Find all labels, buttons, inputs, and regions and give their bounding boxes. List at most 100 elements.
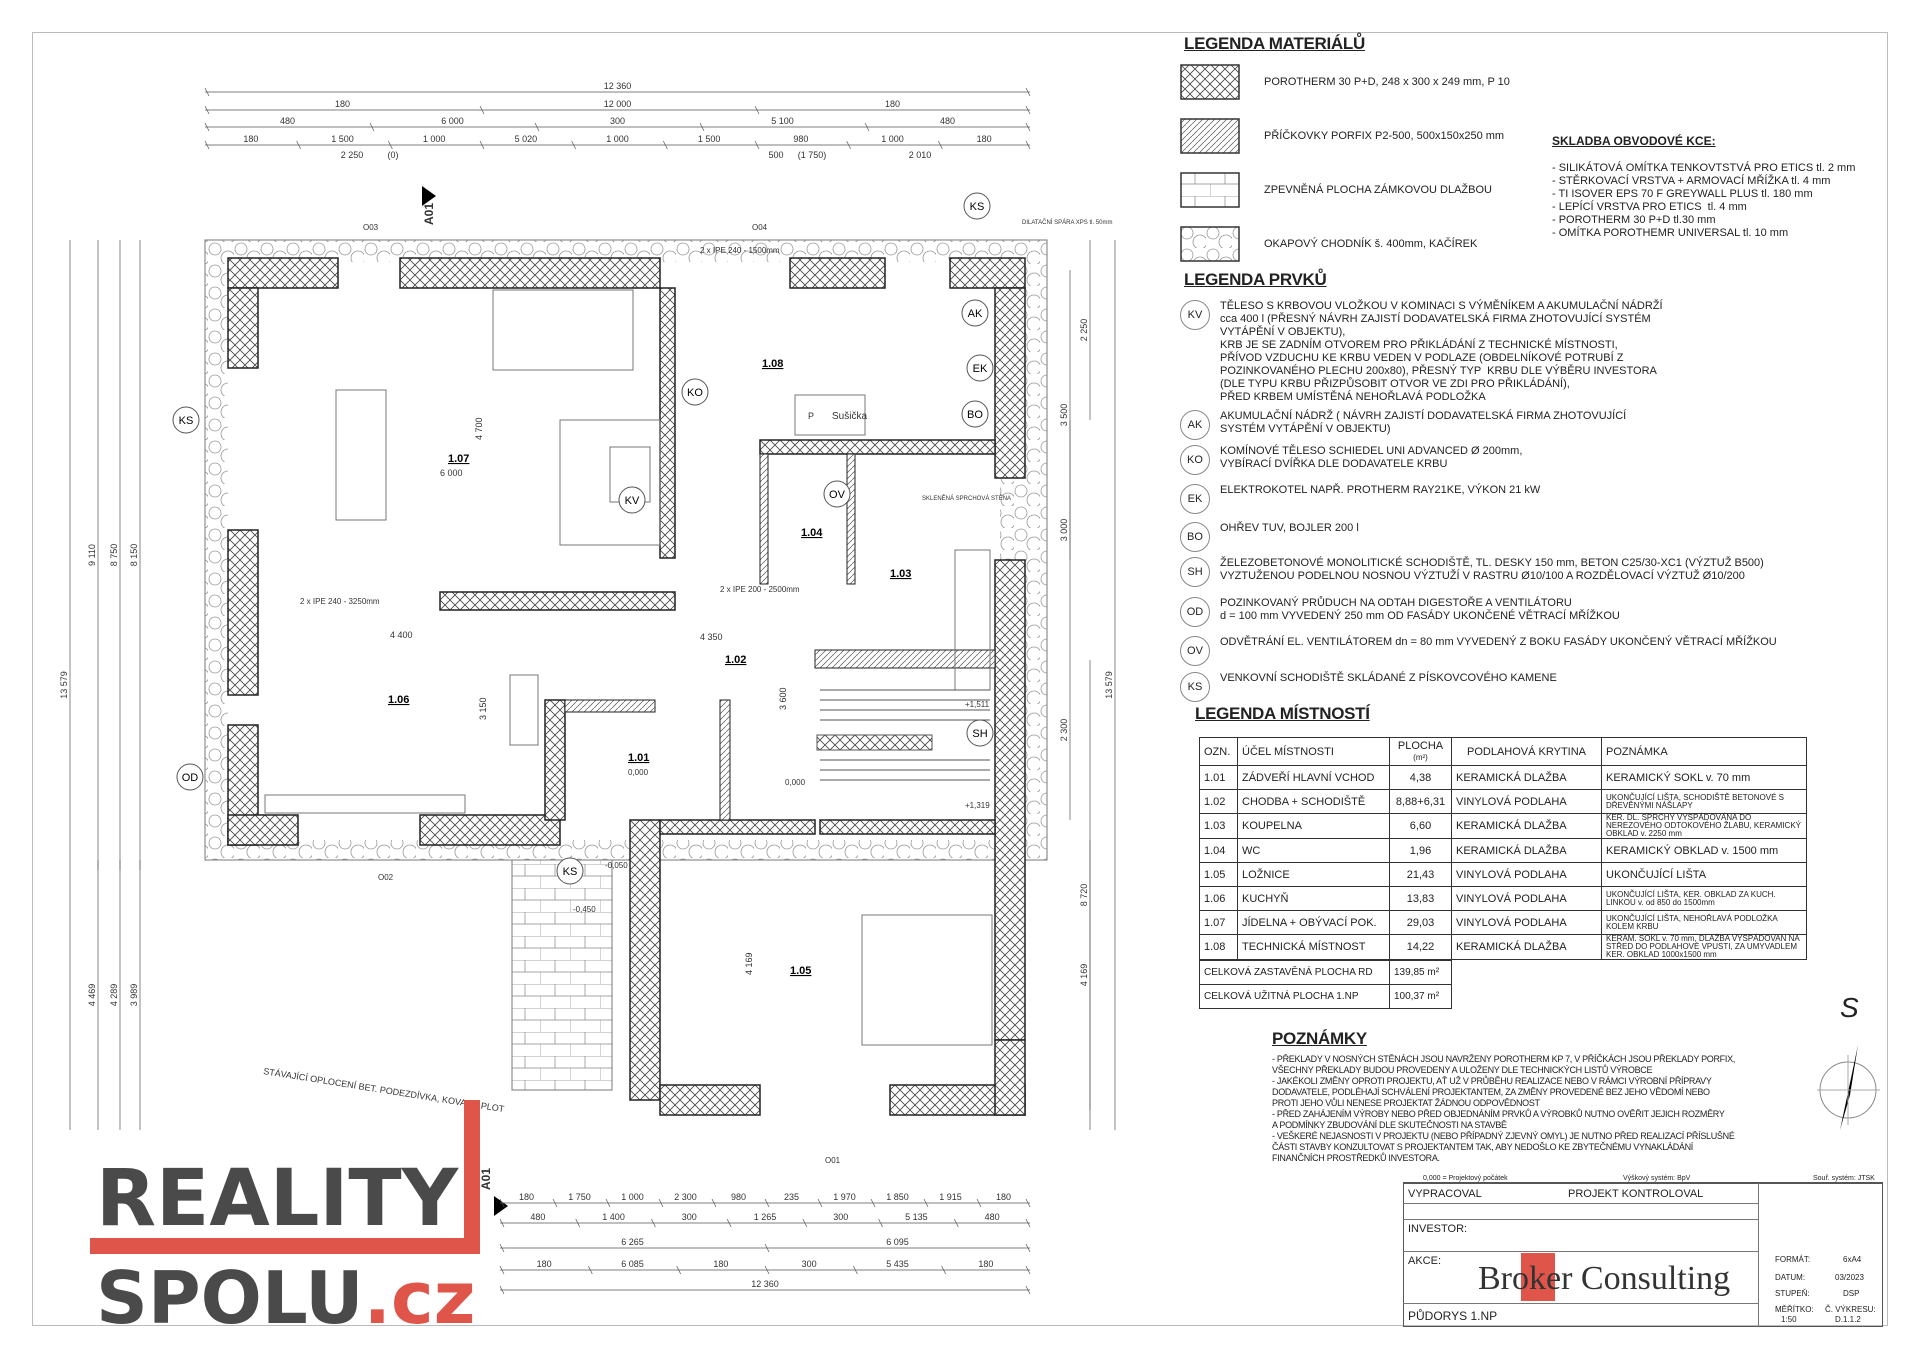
dimension-line <box>658 1198 664 1208</box>
symbol-bo: BO <box>961 400 989 428</box>
washer-label: P <box>808 411 814 421</box>
broker-logo-block <box>1521 1253 1555 1301</box>
total-label: CELKOVÁ ZASTAVĚNÁ PLOCHA RD <box>1199 960 1390 985</box>
legend-text: AKUMULAČNÍ NÁDRŽ ( NÁVRH ZAJISTÍ DODAVAT… <box>1220 410 1627 435</box>
room-note: UKONČUJÍCÍ LIŠTA, NEHOŘLAVÁ PODLOŽKA KOL… <box>1601 910 1807 935</box>
room-floor: KERAMICKÁ DLAŽBA <box>1451 813 1602 839</box>
dimension-line <box>499 1218 505 1228</box>
window-label: O01 <box>825 1156 841 1165</box>
symbol-code: KS <box>563 866 578 878</box>
room-label: 1.01 <box>628 752 649 764</box>
dimension-text: 980 <box>793 134 808 144</box>
room-area: 8,88+6,31 <box>1389 789 1452 814</box>
room-area: 6,60 <box>1389 813 1452 839</box>
room-id: 1.08 <box>1199 934 1238 960</box>
section-marker-icon <box>494 1196 508 1216</box>
room-id: 1.07 <box>1199 910 1238 935</box>
dimension-text: (0) <box>388 150 399 160</box>
dimension-line <box>953 1218 959 1228</box>
rooms-table: OZN. ÚČEL MÍSTNOSTI PLOCHA(m²) PODLAHOVÁ… <box>1199 737 1807 960</box>
dimension-text: 180 <box>885 99 900 109</box>
gravel-path <box>204 239 1048 861</box>
dimension-line <box>1025 1285 1031 1295</box>
room-note: KERAMICKÝ SOKL v. 70 mm <box>1601 765 1807 790</box>
bearing-walls <box>227 257 1026 1116</box>
dimension-text: 6 000 <box>440 468 463 478</box>
dimension-line <box>204 87 210 97</box>
room-floor: VINYLOVÁ PODLAHA <box>1451 886 1602 911</box>
section-label: A01 <box>479 1168 493 1190</box>
symbol-code: KV <box>625 495 640 507</box>
window-label: O03 <box>363 223 379 232</box>
symbol-code: OD <box>182 772 199 784</box>
dimension-text: 480 <box>940 116 955 126</box>
dimension-line <box>663 140 668 150</box>
notes-text: - PŘEKLADY V NOSNÝCH STĚNÁCH JSOU NAVRŽE… <box>1272 1054 1735 1163</box>
room-name: LOŽNICE <box>1237 862 1390 887</box>
symbol-code: BO <box>967 409 983 421</box>
lintel-label: 2 x IPE 200 - 2500mm <box>720 585 800 594</box>
glass-wall-label: SKLENĚNÁ SPRCHOVÁ STĚNA <box>922 494 1011 502</box>
dimension-line <box>764 1265 770 1275</box>
dimension-text: 300 <box>610 116 625 126</box>
dimension-text: 4 169 <box>744 952 754 975</box>
dimension-text: 180 <box>713 1259 728 1269</box>
dimension-text: 12 360 <box>604 81 632 91</box>
dimension-line <box>817 1198 823 1208</box>
dilatation-label: DILATAČNÍ SPÁRA XPS tl. 50mm <box>1022 219 1112 226</box>
window-label: O04 <box>752 223 768 232</box>
symbol-code: SH <box>972 728 987 740</box>
col-header: OZN. <box>1199 737 1238 766</box>
symbol-code: AK <box>968 308 983 320</box>
dimension-text: 2 250 <box>341 150 364 160</box>
material-label: PŘÍČKOVKY PORFIX P2-500, 500x150x250 mm <box>1264 130 1505 142</box>
dimension-text: 1 400 <box>602 1212 625 1222</box>
room-note: KERAMICKÝ OBKLAD v. 1500 mm <box>1601 838 1807 863</box>
room-area: 4,38 <box>1389 765 1452 790</box>
dimension-text: 4 169 <box>1079 964 1089 987</box>
elevation-label: 0,000 <box>785 778 806 787</box>
symbol-code: OV <box>829 489 846 501</box>
section-label: A01 <box>422 203 436 225</box>
dimension-line <box>1025 87 1031 97</box>
legend-text: VENKOVNÍ SCHODIŠTĚ SKLÁDANÉ Z PÍSKOVCOVÉ… <box>1220 672 1557 684</box>
room-area: 1,96 <box>1389 838 1452 863</box>
cz-text: .cz <box>363 1256 476 1340</box>
drawing-sheet <box>32 32 1888 1326</box>
dimension-line <box>552 1198 558 1208</box>
dimension-text: 2 300 <box>674 1192 697 1202</box>
dimension-text: 1 000 <box>881 134 904 144</box>
dimension-line <box>711 1198 717 1208</box>
wall-composition-title: SKLADBA OBVODOVÉ KCE: <box>1552 134 1716 148</box>
broker-consulting-logo: Broker Consulting <box>1478 1259 1730 1299</box>
origin-note: 0,000 = Projektový počátek <box>1423 1175 1508 1182</box>
symbol-circle: SH <box>1180 557 1210 587</box>
elevation-label: -0,050 <box>605 861 628 870</box>
symbol-od: OD <box>176 763 204 791</box>
dimension-text: 5 135 <box>905 1212 928 1222</box>
material-label: OKAPOVÝ CHODNÍK š. 400mm, KAČÍREK <box>1264 238 1478 250</box>
dimension-line <box>1025 105 1031 115</box>
dimension-line <box>846 140 851 150</box>
dimension-text: (1 750) <box>798 150 827 160</box>
dimension-line <box>923 1198 929 1208</box>
symbol-circle: KO <box>1180 445 1210 475</box>
symbol-ks: KS <box>556 857 584 885</box>
dimension-text: 8 720 <box>1079 884 1089 907</box>
dimension-line <box>764 1243 770 1253</box>
dimension-text: 3 600 <box>778 687 788 710</box>
symbol-code: KS <box>970 201 985 213</box>
dimension-line <box>764 1198 770 1208</box>
material-swatch-diagonal <box>1180 118 1240 154</box>
symbol-code: KO <box>687 387 703 399</box>
lintel-label: 2 x IPE 240 - 1500mm <box>700 246 780 255</box>
col-header: PLOCHA <box>1397 739 1444 752</box>
north-arrow-icon <box>1817 1045 1880 1130</box>
dimension-line <box>296 140 301 150</box>
room-note: KERAM. SOKL v. 70 mm, DLAŽBA VYSPÁDOVAN … <box>1601 934 1807 960</box>
